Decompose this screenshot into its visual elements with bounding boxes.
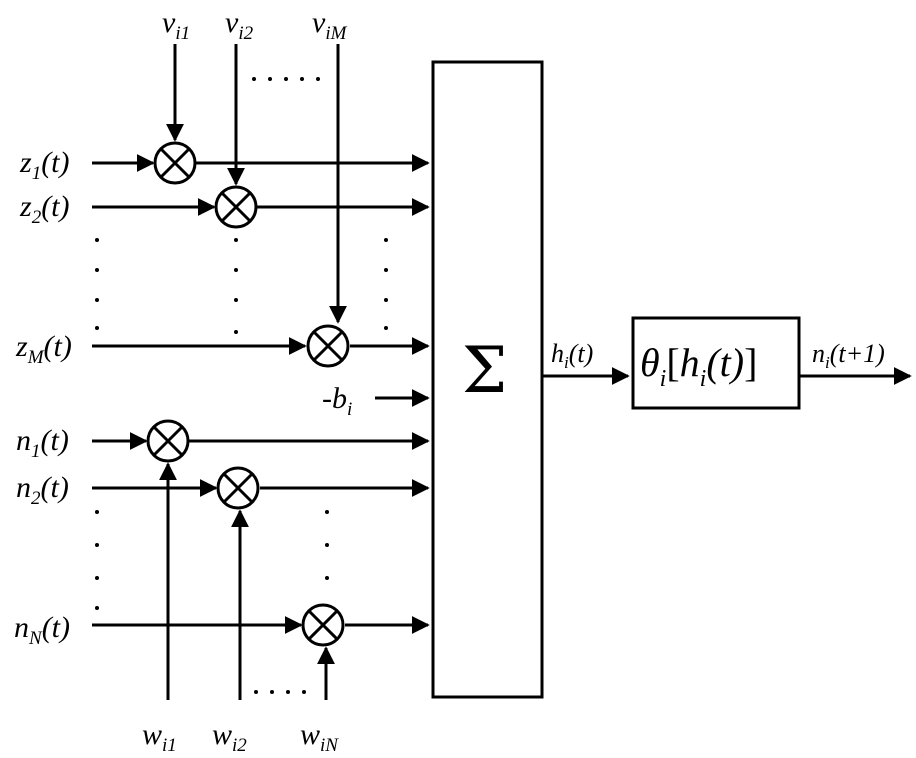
multiplier-z2	[214, 185, 258, 229]
input-nN-label: nN(t)	[14, 611, 70, 649]
weight-vi2-label: vi2	[225, 6, 254, 44]
input-z1-label: z1(t)	[19, 146, 70, 184]
input-n2-label: n2(t)	[16, 471, 69, 509]
summation-block	[431, 60, 544, 699]
multiplier-nN	[301, 603, 345, 647]
input-n1-label: n1(t)	[16, 424, 69, 462]
input-z2-label: z2(t)	[19, 190, 70, 228]
weight-wiN-label: wiN	[300, 718, 339, 756]
weight-wi2-label: wi2	[212, 718, 247, 756]
weight-viM-label: viM	[312, 6, 348, 44]
input-zM-label: zM(t)	[15, 330, 72, 368]
activation-label: θi[hi(t)]	[640, 340, 757, 392]
sum-output-label: hi(t)	[551, 339, 593, 372]
summation-symbol: Σ	[462, 334, 507, 408]
activation-block	[631, 316, 801, 410]
multiplier-n2	[216, 466, 260, 510]
multiplier-n1	[146, 419, 190, 463]
multiplier-z1	[153, 141, 197, 185]
weight-vi1-label: vi1	[162, 6, 190, 44]
ellipsis-dots	[95, 77, 388, 694]
weight-wi1-label: wi1	[142, 718, 177, 756]
neuron-output-label: ni(t+1)	[812, 339, 885, 372]
bias-label: -bi	[322, 382, 352, 420]
multiplier-zM	[306, 324, 350, 368]
